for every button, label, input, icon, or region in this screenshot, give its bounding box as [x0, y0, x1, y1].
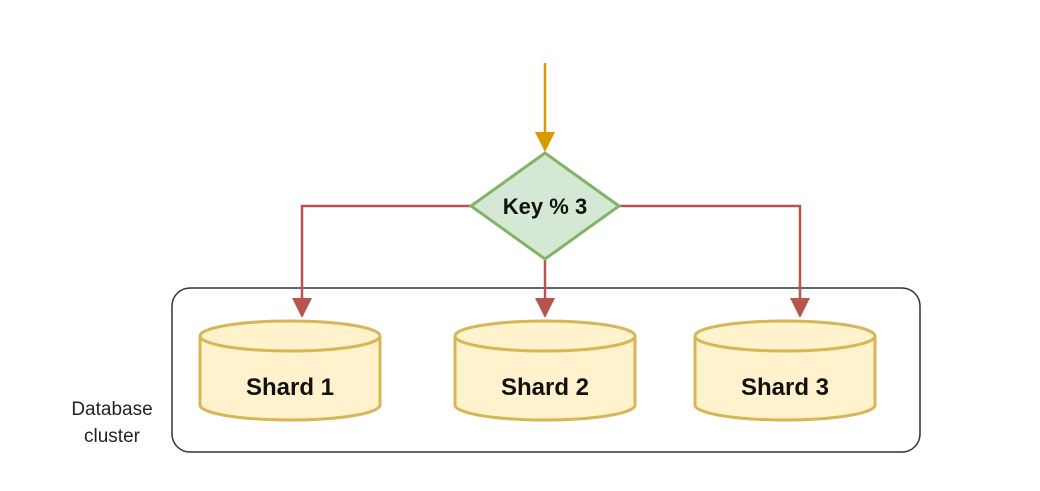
shard-2-cylinder-body [453, 336, 637, 422]
shard-2-cylinder-top [453, 319, 637, 353]
shard-1-cylinder-top [198, 319, 382, 353]
shard-2-label: Shard 2 [501, 374, 589, 401]
branch-arrow-shard-1 [292, 204, 471, 318]
shard-3-cylinder-top [693, 319, 877, 353]
decision-node[interactable]: Key % 3 [468, 151, 622, 261]
cluster-label-line-2: cluster [84, 426, 140, 447]
shard-1-node[interactable]: Shard 1 [198, 319, 382, 422]
shard-2-node[interactable]: Shard 2 [453, 319, 637, 422]
shard-3-cylinder-body [693, 336, 877, 422]
cluster-label-line-1: Database [71, 399, 153, 420]
decision-diamond [468, 151, 622, 261]
database-cluster-label: Database cluster [52, 396, 172, 450]
branch-arrow-shard-3 [619, 204, 810, 318]
decision-label: Key % 3 [503, 194, 587, 219]
shard-1-cylinder-body [198, 336, 382, 422]
shard-3-label: Shard 3 [741, 374, 829, 401]
shard-1-label: Shard 1 [246, 374, 334, 401]
shard-3-node[interactable]: Shard 3 [693, 319, 877, 422]
